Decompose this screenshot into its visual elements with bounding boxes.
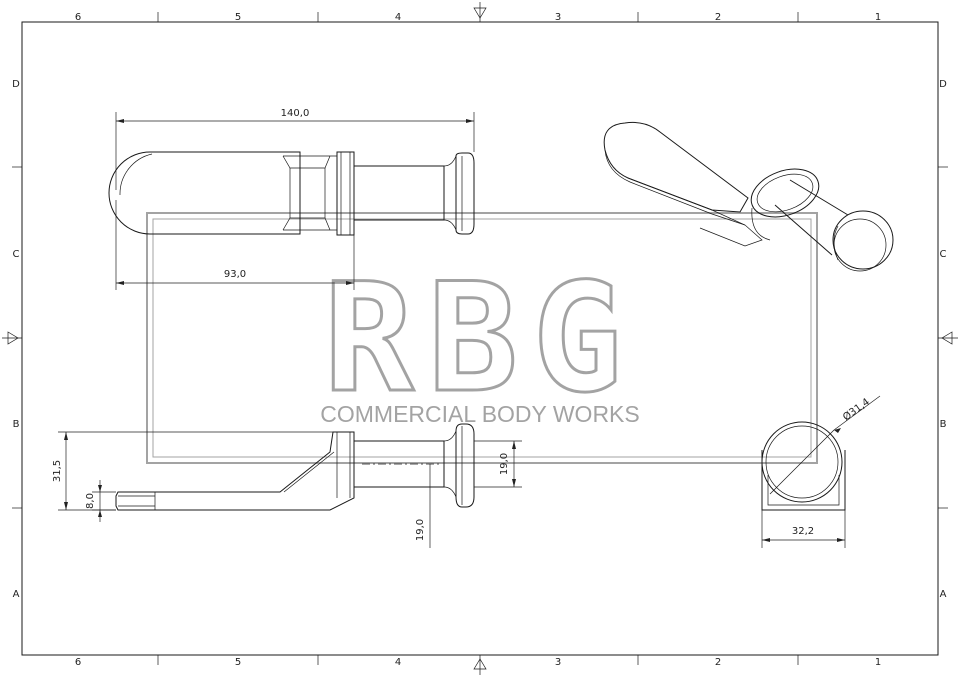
dimension-side-height: 31,5	[52, 431, 333, 511]
col-label-top: 3	[555, 12, 561, 23]
dim-slot-length: 93,0	[224, 269, 246, 280]
col-label-bottom: 6	[75, 657, 81, 668]
row-label-left: D	[12, 79, 20, 90]
col-label-bottom: 3	[555, 657, 561, 668]
dimension-head-diameter: Ø31,4	[833, 395, 881, 433]
row-label-right: C	[940, 249, 947, 260]
dimension-head-height: 19,0	[474, 440, 522, 488]
row-labels-right: D C B A	[939, 79, 947, 600]
dimension-plate-thickness: 8,0	[85, 480, 116, 522]
col-label-top: 2	[715, 12, 721, 23]
column-labels-bottom: 6 5 4 3 2 1	[75, 657, 881, 668]
row-label-right: B	[940, 419, 947, 430]
dim-plate-thickness: 8,0	[85, 493, 96, 509]
row-label-left: C	[13, 249, 20, 260]
col-label-bottom: 5	[235, 657, 241, 668]
dim-head-width: 32,2	[792, 526, 814, 537]
col-label-top: 6	[75, 12, 81, 23]
col-label-bottom: 2	[715, 657, 721, 668]
isometric-view	[603, 121, 894, 272]
row-label-left: B	[13, 419, 20, 430]
dimension-overall-length: 140,0	[115, 108, 475, 190]
col-label-bottom: 4	[395, 657, 401, 668]
dim-head-diameter: Ø31,4	[841, 396, 872, 423]
row-label-right: D	[939, 79, 947, 90]
row-labels-left: D C B A	[12, 79, 20, 600]
zone-ticks	[12, 12, 948, 665]
watermark-logo: RBG	[324, 252, 637, 426]
front-view	[761, 421, 846, 511]
dim-head-height: 19,0	[499, 453, 510, 475]
dimension-pin-height: 19,0	[415, 464, 431, 548]
dim-overall-length: 140,0	[281, 108, 310, 119]
col-label-top: 5	[235, 12, 241, 23]
column-labels-top: 6 5 4 3 2 1	[75, 12, 881, 23]
dim-side-height: 31,5	[52, 460, 63, 482]
col-label-top: 4	[395, 12, 401, 23]
side-view	[115, 423, 475, 511]
dimension-head-width: 32,2	[761, 510, 846, 548]
watermark-tagline: COMMERCIAL BODY WORKS	[320, 401, 639, 427]
watermark: RBG COMMERCIAL BODY WORKS	[146, 212, 818, 464]
row-label-left: A	[13, 589, 20, 600]
dim-pin-height: 19,0	[415, 519, 426, 541]
top-view	[108, 151, 475, 236]
row-label-right: A	[940, 589, 947, 600]
col-label-top: 1	[875, 12, 881, 23]
dimension-slot-length: 93,0	[115, 200, 355, 290]
col-label-bottom: 1	[875, 657, 881, 668]
